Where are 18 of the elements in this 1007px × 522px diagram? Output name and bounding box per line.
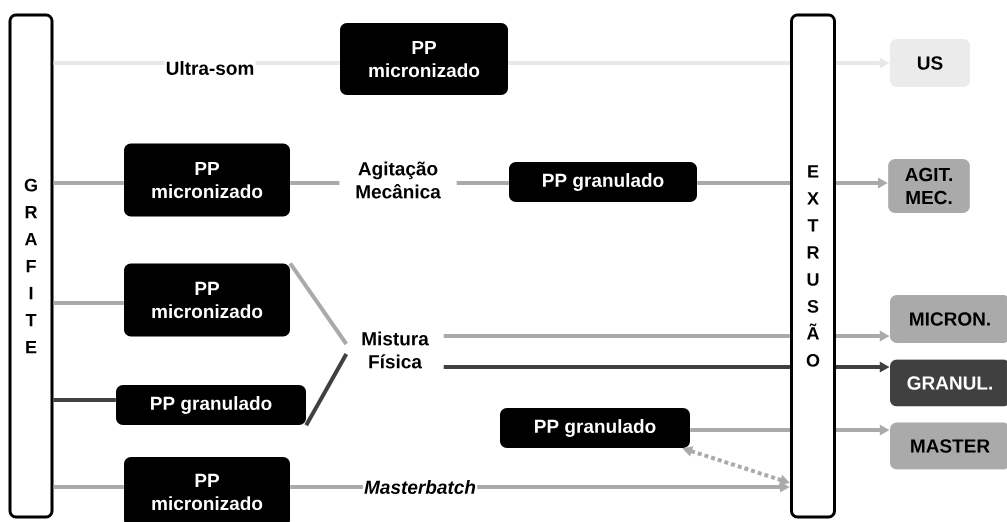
process-box: PP micronizado bbox=[124, 143, 290, 217]
stage-bar: E X T R U S Ã O bbox=[790, 13, 836, 519]
output-box: AGIT. MEC. bbox=[888, 159, 970, 213]
output-box: GRANUL. bbox=[890, 359, 1007, 407]
process-box: PP granulado bbox=[509, 162, 697, 202]
step-label: Masterbatch bbox=[364, 480, 476, 494]
output-box: MICRON. bbox=[890, 295, 1007, 343]
output-box: MASTER bbox=[890, 422, 1007, 470]
process-box: PP granulado bbox=[116, 385, 306, 425]
step-label: Mistura Física bbox=[362, 331, 429, 369]
stage-bar: G R A F I T E bbox=[8, 13, 54, 519]
step-label: Ultra-som bbox=[166, 61, 254, 75]
process-box: PP granulado bbox=[500, 408, 690, 448]
process-box: PP micronizado bbox=[124, 263, 290, 337]
process-box: PP micronizado bbox=[124, 457, 290, 522]
output-box: US bbox=[890, 39, 970, 87]
step-label: Agitação Mecânica bbox=[356, 161, 441, 199]
process-box: PP micronizado bbox=[340, 23, 508, 95]
